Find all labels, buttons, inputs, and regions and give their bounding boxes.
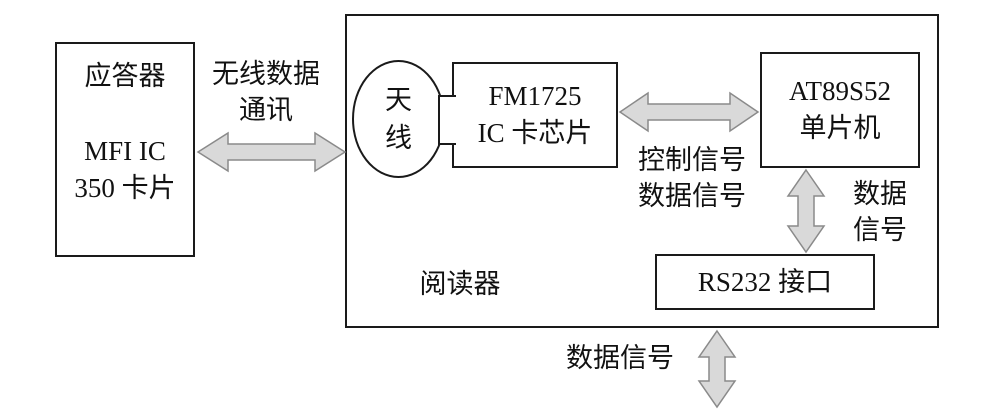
transponder-box: 应答器 MFI IC 350 卡片 xyxy=(55,42,195,257)
fm1725-line2: IC 卡芯片 xyxy=(477,118,593,148)
wireless-double-arrow-icon xyxy=(196,131,347,173)
antenna-label-line2: 线 xyxy=(385,123,412,153)
transponder-model: MFI IC 350 卡片 xyxy=(74,133,175,207)
rs232-box: RS232 接口 xyxy=(655,254,875,310)
at89s52-line2: 单片机 xyxy=(799,113,881,143)
bottom-double-arrow-icon xyxy=(697,329,737,409)
mcu-rs232-data-signal-label: 数据 信号 xyxy=(853,179,907,245)
fm1725-chip-box: FM1725 IC 卡芯片 xyxy=(452,62,618,168)
fm1725-line1: FM1725 xyxy=(488,81,582,111)
transponder-title: 应答器 xyxy=(84,61,166,91)
transponder-model-line1: MFI IC xyxy=(84,136,166,166)
antenna-label-line1: 天 xyxy=(385,85,412,115)
at89s52-mcu-box: AT89S52 单片机 xyxy=(760,52,920,168)
antenna-ellipse: 天 线 xyxy=(352,60,445,178)
transponder-model-line2: 350 卡片 xyxy=(74,173,176,203)
rs232-label: RS232 接口 xyxy=(697,266,833,297)
bottom-data-signal-label: 数据信号 xyxy=(566,343,674,373)
at89s52-line1: AT89S52 xyxy=(788,76,891,106)
wireless-comm-label: 无线数据 通讯 xyxy=(212,59,320,125)
control-data-signal-label: 控制信号 数据信号 xyxy=(638,145,746,211)
reader-label: 阅读器 xyxy=(419,269,501,299)
